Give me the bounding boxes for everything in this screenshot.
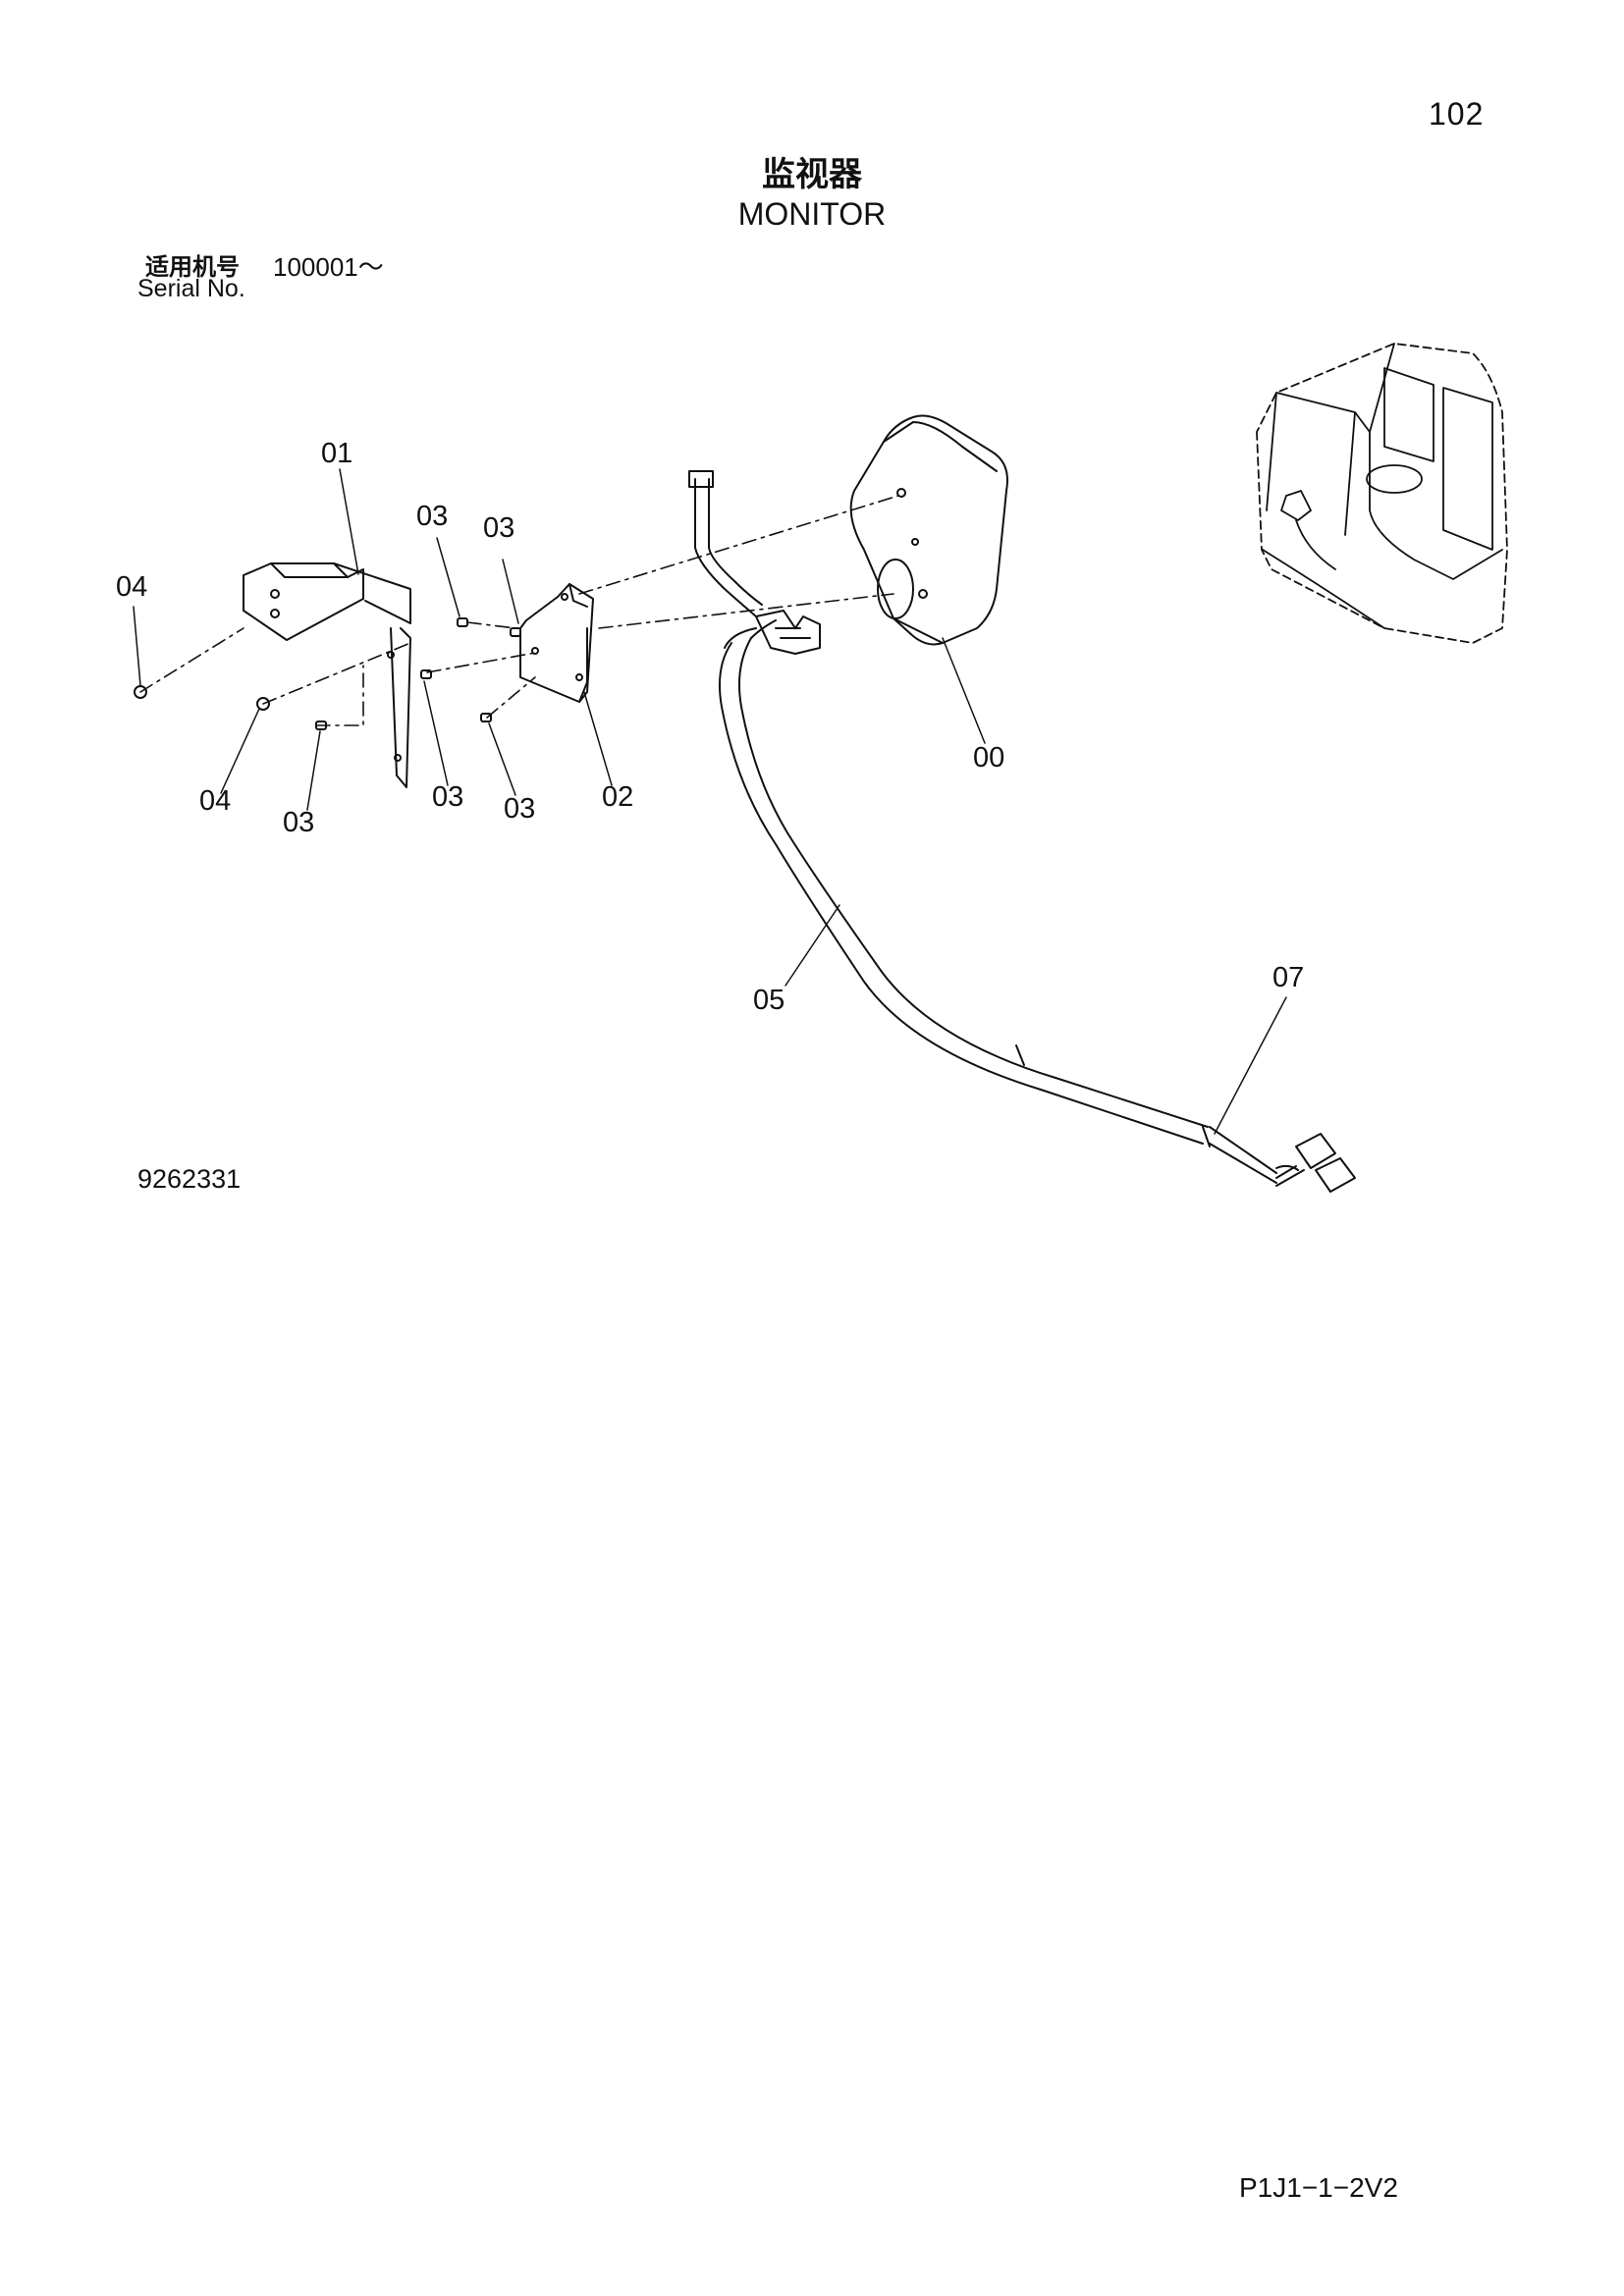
serial-label-english: Serial No. <box>137 275 245 302</box>
callout-03: 03 <box>283 807 315 838</box>
callout-04: 04 <box>116 571 148 603</box>
bracket-part-02 <box>519 583 594 703</box>
serial-label-chinese: 适用机号 <box>145 253 240 281</box>
page-code: P1J1−1−2V2 <box>1239 2172 1398 2203</box>
screws-part-03 <box>315 617 521 730</box>
harness-part-05 <box>688 470 1356 1193</box>
callout-05: 05 <box>753 985 785 1016</box>
page-title-english: MONITOR <box>737 196 887 232</box>
callout-02: 02 <box>602 781 634 813</box>
page-title-chinese: 监视器 <box>762 155 862 194</box>
nuts-part-04 <box>134 685 270 711</box>
callout-03: 03 <box>416 501 449 532</box>
callout-04: 04 <box>199 785 232 817</box>
callout-03: 03 <box>432 781 464 813</box>
monitor-part-00 <box>849 414 1008 646</box>
callout-leaders <box>133 468 1287 1135</box>
callout-07: 07 <box>1272 962 1305 993</box>
serial-range: 100001～ <box>273 252 384 282</box>
assembly-lines <box>139 495 899 726</box>
callout-00: 00 <box>973 742 1005 774</box>
cab-location-view <box>1256 343 1508 644</box>
page-number: 102 <box>1429 96 1485 132</box>
callout-03: 03 <box>504 793 536 825</box>
callout-01: 01 <box>321 438 353 469</box>
callout-03: 03 <box>483 512 515 544</box>
figure-number: 9262331 <box>137 1164 242 1194</box>
bracket-part-01 <box>243 562 411 788</box>
